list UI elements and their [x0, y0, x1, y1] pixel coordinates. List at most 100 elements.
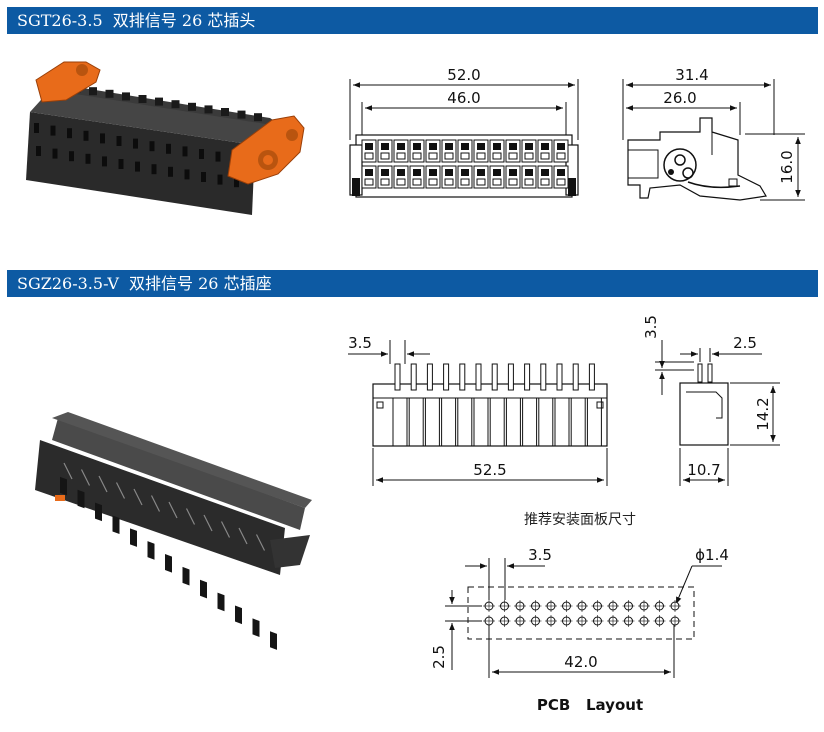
plug-front-screw	[541, 143, 549, 150]
plug-front-view	[349, 79, 579, 198]
socket-cavity	[489, 397, 505, 447]
plug-front-screw	[509, 143, 517, 150]
plug-side-inner: 26.0	[663, 89, 696, 107]
plug-contact-hole	[234, 177, 239, 188]
socket-pin	[540, 363, 547, 391]
plug-front-screw	[445, 169, 453, 176]
plug-contact-hole	[217, 174, 223, 185]
socket-slot	[217, 592, 225, 612]
socket-cavity	[554, 397, 570, 447]
socket-pin-highlight	[238, 527, 248, 545]
plug-front-port	[508, 178, 518, 186]
plug-contact-hole	[100, 133, 105, 144]
plug-latch-tooth	[221, 108, 229, 116]
plug-contact-hole	[67, 128, 72, 139]
socket-pin-highlight	[80, 469, 91, 486]
plug-contact-hole	[69, 151, 74, 162]
socket-side-height-dim: 14.2	[754, 397, 772, 430]
plug-front-port	[380, 178, 390, 186]
plug-front-port	[444, 178, 454, 186]
socket-side-pitch-dim: 2.5	[733, 334, 757, 352]
panel-title: 推荐安装面板尺寸	[524, 512, 636, 528]
plug-front-screw	[541, 169, 549, 176]
socket-pin	[394, 363, 401, 391]
socket-cavity	[408, 397, 424, 447]
socket-slot	[130, 528, 137, 547]
socket-pin	[475, 363, 482, 391]
plug-contact-hole	[182, 146, 188, 157]
plug-front-screw	[461, 169, 469, 176]
plug-front-port	[364, 152, 374, 160]
plug-latch-tooth	[254, 113, 262, 122]
plug-front-port	[364, 178, 374, 186]
plug-front-port	[556, 152, 566, 160]
plug-front-port	[380, 152, 390, 160]
plug-front-port	[492, 152, 502, 160]
plug-contact-hole	[166, 143, 171, 154]
plug-front-port	[412, 152, 422, 160]
socket-slot	[112, 515, 120, 534]
plug-front-port	[524, 152, 534, 160]
plug-contact-hole	[135, 161, 140, 172]
socket-pin-highlight	[168, 501, 178, 519]
plug-inner-width: 46.0	[447, 89, 480, 107]
socket-pin-highlight	[115, 482, 126, 499]
plug-front-screw	[557, 169, 565, 176]
socket-cavity	[505, 397, 521, 447]
plug-contact-hole	[52, 148, 58, 159]
socket-pin-highlight	[133, 488, 143, 506]
pcb-pitch-dim: 3.5	[528, 546, 552, 564]
plug-front-screw	[365, 169, 373, 176]
socket-slot	[77, 489, 85, 509]
plug-latch-tooth	[105, 89, 114, 98]
socket-pin-highlight	[63, 462, 73, 480]
plug-front-port	[540, 178, 550, 186]
plug-contact-hole	[149, 141, 155, 152]
socket-side-top-dim: 3.5	[642, 315, 660, 339]
plug-contact-hole	[50, 125, 56, 136]
plug-latch-tooth	[188, 102, 196, 111]
socket-slot	[95, 502, 102, 522]
plug-front-screw	[525, 169, 533, 176]
plug-latch-tooth	[89, 87, 97, 96]
socket-pin-highlight	[220, 521, 231, 538]
socket-cavity	[392, 397, 408, 447]
plug-front-screw	[477, 169, 485, 176]
plug-front-port	[428, 152, 438, 160]
plug-contact-hole	[168, 166, 173, 177]
plug-front-port	[396, 152, 406, 160]
plug-front-port	[476, 152, 486, 160]
socket-cavity	[538, 397, 554, 447]
socket-pin	[443, 363, 450, 391]
plug-latch-tooth	[155, 97, 163, 106]
pcb-layout-drawing	[445, 558, 722, 678]
plug-front-screw	[461, 143, 469, 150]
section-header-socket: SGZ26-3.5-V 双排信号 26 芯插座	[7, 270, 818, 297]
plug-contact-hole	[184, 169, 190, 180]
socket-pin	[524, 363, 531, 391]
plug-front-screw	[413, 143, 421, 150]
socket-pin	[588, 363, 595, 391]
plug-front-screw	[557, 143, 565, 150]
socket-pin	[507, 363, 514, 391]
plug-contact-hole	[34, 123, 39, 133]
plug-front-screw	[477, 143, 485, 150]
plug-front-port	[428, 178, 438, 186]
socket-cavity	[586, 397, 602, 447]
socket-pin-highlight	[150, 495, 161, 512]
plug-front-port	[556, 178, 566, 186]
plug-latch-tooth	[204, 105, 213, 114]
socket-pin	[459, 363, 466, 391]
socket-pin	[572, 363, 579, 391]
socket-cavity	[522, 397, 538, 447]
pcb-row-gap-dim: 2.5	[430, 645, 448, 669]
socket-side-view	[655, 340, 780, 486]
plug-front-port	[396, 178, 406, 186]
socket-pin-highlight	[98, 475, 108, 493]
socket-pin	[491, 363, 498, 391]
socket-side-depth-dim: 10.7	[687, 461, 720, 479]
plug-contact-hole	[85, 153, 91, 164]
plug-contact-hole	[199, 149, 204, 159]
plug-side-view	[622, 79, 805, 201]
